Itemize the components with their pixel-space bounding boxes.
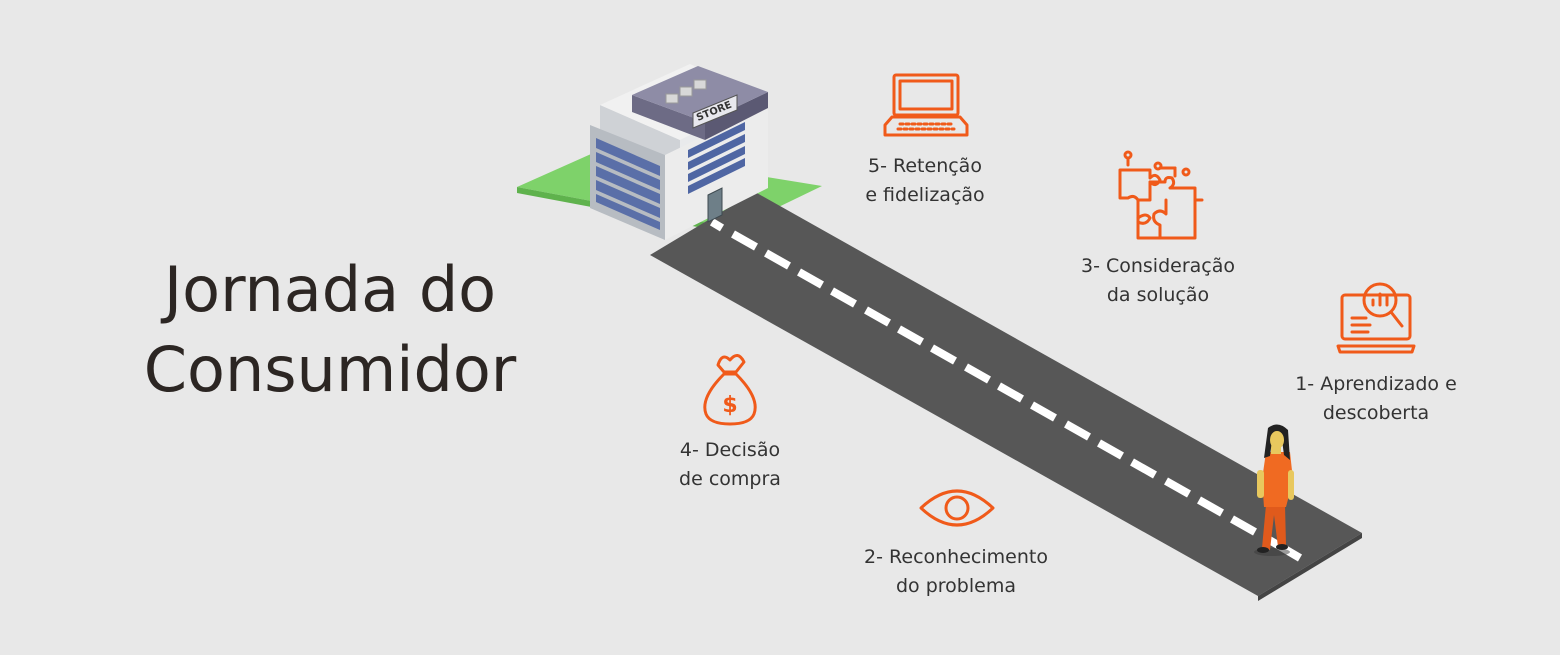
svg-text:$: $ (722, 393, 737, 418)
road (650, 192, 1362, 601)
page-title: Jornada do Consumidor (100, 250, 560, 410)
step-4-label: 4- Decisão de compra (679, 439, 781, 490)
laptop-analytics-icon (1336, 282, 1416, 354)
store-building: STORE (590, 64, 768, 240)
step-2-label: 2- Reconhecimento do problema (864, 546, 1048, 597)
puzzle-circuit-icon (1118, 150, 1204, 240)
title-line-2: Consumidor (143, 333, 517, 406)
step-5-label: 5- Retenção e fidelização (865, 155, 985, 206)
eye-icon (919, 489, 995, 527)
customer-figure (1254, 424, 1294, 556)
money-bag-icon: $ (703, 354, 757, 426)
laptop-icon (883, 73, 969, 137)
step-3-label: 3- Consideração da solução (1080, 255, 1235, 306)
title-line-1: Jornada do (163, 253, 497, 326)
step-1-label: 1- Aprendizado e descoberta (1295, 373, 1457, 424)
